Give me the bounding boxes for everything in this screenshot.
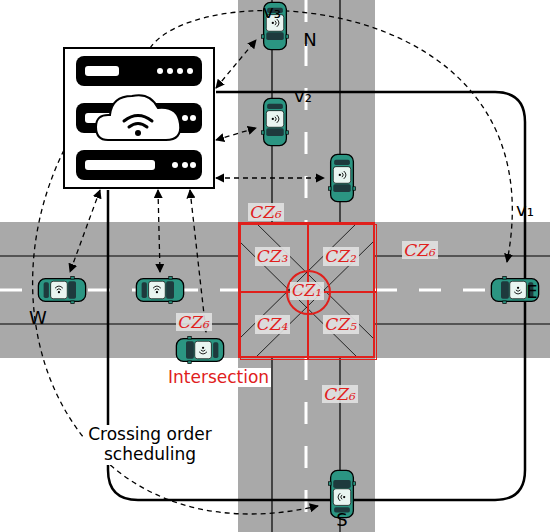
intersection-region: IntersectionCZ₃CZ₂CZ₁CZ₄CZ₅ [238, 222, 375, 358]
position-label: N [303, 30, 316, 50]
zone-label: CZ₄ [255, 315, 291, 334]
zone-label: CZ₁ [290, 282, 324, 300]
zone-label: CZ₅ [323, 315, 359, 334]
loop-caption: Crossing order scheduling [83, 425, 218, 464]
position-label: v₃ [263, 2, 281, 22]
zone-label: CZ₆ [402, 241, 438, 260]
conflict-zone: CZ₁ [286, 270, 331, 315]
zone-label: CZ₆ [248, 203, 284, 222]
position-label: S [336, 510, 347, 530]
region-heading: Intersection [166, 368, 271, 387]
conflict-zone: CZ₄ [240, 292, 308, 360]
position-label: E [526, 282, 537, 302]
zone-label: CZ₆ [176, 313, 212, 332]
zone-label: CZ₆ [322, 385, 358, 404]
conflict-zone: CZ₅ [308, 292, 377, 360]
position-label: v₁ [516, 200, 534, 220]
position-label: v₂ [294, 86, 312, 106]
zone-label: CZ₃ [255, 247, 291, 266]
zone-label: CZ₂ [323, 247, 359, 266]
position-label: W [29, 308, 47, 328]
